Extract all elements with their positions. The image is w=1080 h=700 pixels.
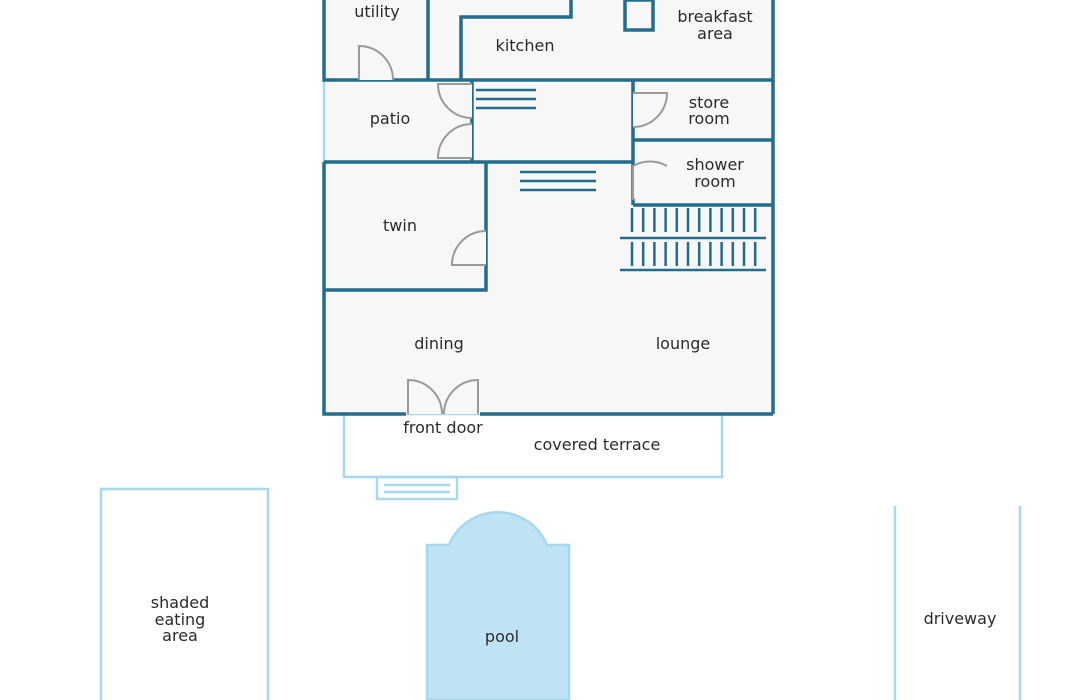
lounge-label: lounge (656, 334, 711, 353)
breakfast-area-label-2: area (697, 24, 733, 43)
kitchen-label: kitchen (496, 36, 555, 55)
floor-top (324, 0, 773, 80)
utility-label: utility (354, 2, 400, 21)
shower-room-label-2: room (694, 172, 735, 191)
floor-main (324, 162, 773, 414)
kitchen-counter (459, 0, 573, 80)
shaded-eating-label-3: area (162, 626, 198, 645)
kitchen-island (623, 0, 655, 32)
twin-door (450, 230, 487, 266)
breakfast-area-label-1: breakfast (677, 7, 752, 26)
store-room-label-2: room (688, 109, 729, 128)
utility-door (358, 44, 394, 81)
shaded-eating-label-2: eating (155, 610, 206, 629)
shower-room-label-1: shower (686, 155, 744, 174)
terrace-steps (375, 475, 459, 501)
front-door-left (407, 378, 443, 415)
pool-shape (425, 511, 571, 700)
wall-top-section (322, 0, 775, 82)
floor-patio (325, 80, 633, 162)
doors (358, 44, 669, 415)
wall-twin (324, 162, 488, 292)
pool-label: pool (485, 627, 519, 646)
driveway-label: driveway (924, 609, 997, 628)
patio-label: patio (370, 109, 410, 128)
shaded-eating-label-1: shaded (151, 593, 209, 612)
dining-label: dining (414, 334, 463, 353)
wall-bottom (322, 162, 773, 416)
twin-label: twin (383, 216, 417, 235)
front-door-right (443, 378, 479, 415)
shaded-eating-area (99, 487, 270, 700)
staircase-treads-upper (630, 208, 757, 232)
shower-room-door (632, 160, 668, 200)
exterior-outlines (99, 80, 1022, 700)
stairs (476, 88, 766, 272)
covered-terrace-label: covered terrace (534, 435, 661, 454)
patio-door-upper (436, 83, 473, 119)
store-room-door (632, 92, 669, 128)
staircase-treads-lower (630, 242, 757, 266)
store-room-label-1: store (689, 93, 729, 112)
patio-door-lower (436, 123, 473, 159)
front-door-label: front door (403, 418, 483, 437)
room-labels: utility kitchen breakfast area patio sto… (151, 2, 997, 646)
